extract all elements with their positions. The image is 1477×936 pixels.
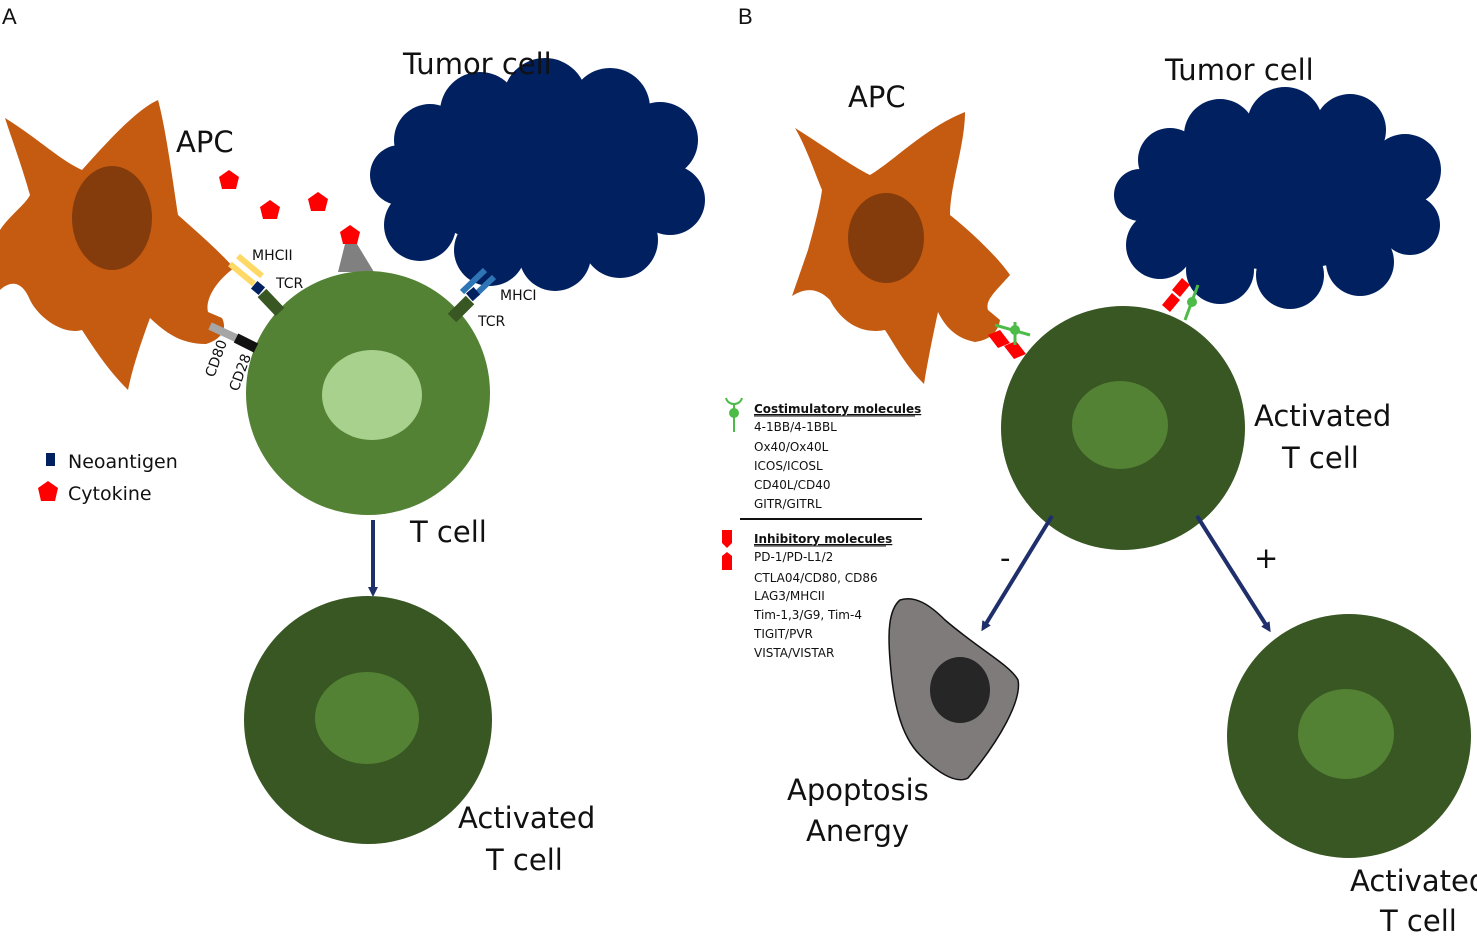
costim-icon bbox=[725, 397, 743, 432]
apoptosis-label: Apoptosis bbox=[787, 773, 929, 807]
activated-nucleus bbox=[1072, 381, 1168, 469]
tumor-cell-b bbox=[1114, 87, 1441, 309]
legend-cytokine: Cytokine bbox=[68, 483, 152, 505]
panel-a-letter: A bbox=[2, 4, 17, 29]
inhib-item: VISTA/VISTAR bbox=[754, 646, 834, 660]
label-mhci: MHCI bbox=[500, 288, 537, 304]
tumor-label-b: Tumor cell bbox=[1164, 53, 1314, 87]
label-tcr-2: TCR bbox=[477, 314, 506, 330]
panel-a: A APC Tumor cell bbox=[0, 4, 705, 877]
activated-right-label-2: T cell bbox=[1379, 904, 1457, 936]
cytokine-pentagon bbox=[219, 170, 239, 189]
legend-neoantigen: Neoantigen bbox=[68, 451, 178, 473]
activated-t-cell-right bbox=[1227, 614, 1471, 858]
legend-a: Neoantigen Cytokine bbox=[38, 451, 178, 505]
activated-right-label-1: Activated bbox=[1350, 864, 1477, 898]
arrow-negative bbox=[981, 514, 1054, 632]
tumor-cell-a bbox=[370, 58, 705, 291]
activated-label-a-2: T cell bbox=[485, 843, 563, 877]
activated-nucleus bbox=[315, 672, 419, 764]
inhib-item: LAG3/MHCII bbox=[754, 589, 825, 603]
mhcii-tcr-complex bbox=[228, 253, 285, 317]
panel-b-letter: B bbox=[738, 4, 753, 29]
apoptotic-nucleus bbox=[930, 657, 990, 723]
cytokine-swatch bbox=[38, 481, 58, 501]
label-mhcii: MHCII bbox=[252, 248, 293, 264]
cd80-cd28-complex bbox=[208, 322, 259, 353]
costim-item: 4-1BB/4-1BBL bbox=[754, 420, 837, 434]
apc-nucleus bbox=[848, 193, 924, 283]
label-cd80: CD80 bbox=[203, 338, 231, 380]
cytokine-pentagon bbox=[340, 225, 360, 244]
inhib-item: TIGIT/PVR bbox=[753, 627, 813, 641]
activated-nucleus bbox=[1298, 689, 1394, 779]
plus-sign: + bbox=[1254, 541, 1278, 575]
inhib-item: Tim-1,3/G9, Tim-4 bbox=[753, 608, 862, 622]
apc-tcell-receptors-b bbox=[988, 322, 1031, 359]
tumor-label-a: Tumor cell bbox=[402, 47, 552, 81]
inhib-item: CTLA04/CD80, CD86 bbox=[754, 571, 878, 585]
activated-t-cell-center bbox=[1001, 306, 1245, 550]
cytokine-receptor bbox=[338, 244, 374, 272]
neoantigen-swatch bbox=[46, 453, 55, 466]
inhib-icon bbox=[722, 530, 732, 570]
anergy-label: Anergy bbox=[806, 814, 909, 848]
t-cell-a bbox=[246, 271, 490, 515]
t-cell-label-a: T cell bbox=[409, 515, 487, 549]
costim-heading: Costimulatory molecules bbox=[754, 402, 921, 416]
activated-t-cell-a bbox=[244, 596, 492, 844]
inhib-heading: Inhibitory molecules bbox=[754, 532, 892, 546]
apc-nucleus bbox=[72, 166, 152, 270]
panel-b: B APC Tumor cell bbox=[722, 4, 1477, 936]
molecules-legend: Costimulatory molecules 4-1BB/4-1BBL Ox4… bbox=[722, 397, 922, 660]
apoptotic-cell bbox=[888, 598, 1020, 781]
apc-label-b: APC bbox=[848, 80, 906, 114]
apc-cell-a bbox=[0, 100, 234, 390]
activated-label-a-1: Activated bbox=[458, 801, 595, 835]
cytokines-a bbox=[219, 170, 360, 244]
cytokine-pentagon bbox=[260, 200, 280, 219]
label-tcr-1: TCR bbox=[275, 276, 304, 292]
minus-sign: - bbox=[1000, 541, 1010, 575]
activated-center-label-2: T cell bbox=[1281, 441, 1359, 475]
arrow-positive bbox=[1195, 514, 1271, 633]
costim-item: Ox40/Ox40L bbox=[754, 440, 829, 454]
activated-center-label-1: Activated bbox=[1254, 399, 1391, 433]
t-cell-nucleus bbox=[322, 350, 422, 440]
inhib-item: PD-1/PD-L1/2 bbox=[754, 550, 833, 564]
apc-cell-b bbox=[792, 112, 1010, 384]
mhci-tcr-complex bbox=[447, 267, 497, 323]
cytokine-pentagon bbox=[308, 192, 328, 211]
costim-item: GITR/GITRL bbox=[754, 497, 822, 511]
tumor-tcell-receptors-b bbox=[1162, 278, 1200, 321]
apc-label-a: APC bbox=[176, 125, 234, 159]
costim-item: CD40L/CD40 bbox=[754, 478, 831, 492]
costim-item: ICOS/ICOSL bbox=[754, 459, 823, 473]
